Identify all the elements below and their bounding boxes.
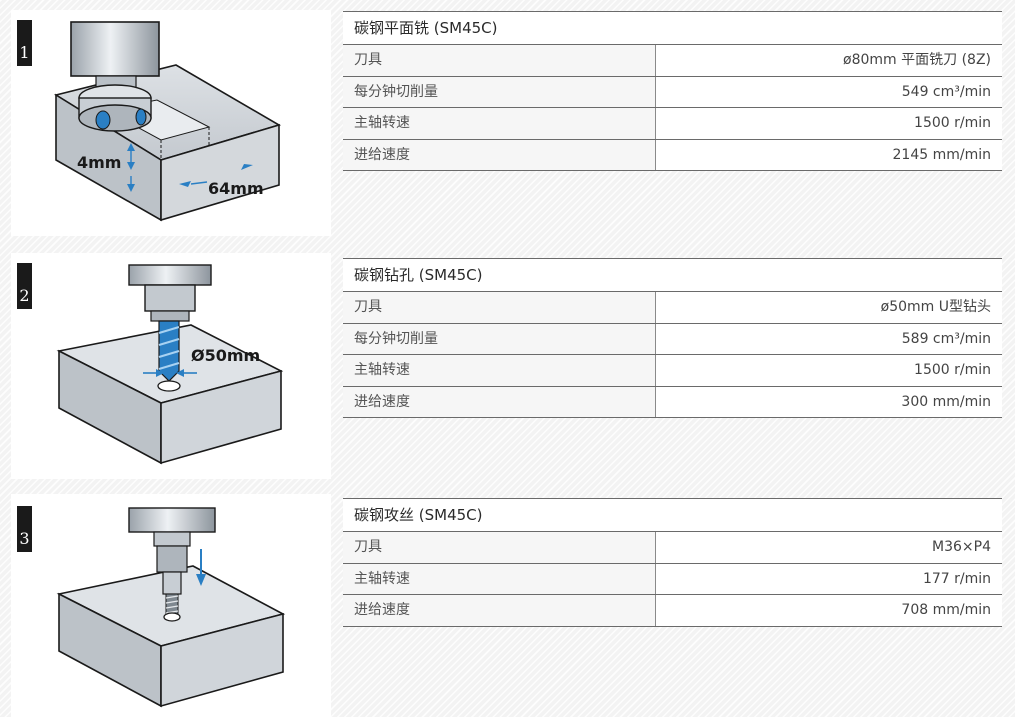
face-milling-drawing: 4mm 64mm (53, 21, 282, 222)
drilling-illustration: Ø50mm (11, 253, 331, 479)
table-row: 每分钟切削量 549 cm³/min (343, 76, 1002, 108)
tapping-illustration (11, 494, 331, 717)
step-number: 2 (17, 263, 32, 309)
row-label: 进给速度 (343, 139, 656, 170)
table-row: 每分钟切削量 589 cm³/min (343, 323, 1002, 355)
row-value: 2145 mm/min (656, 139, 1002, 170)
table-row: 进给速度 2145 mm/min (343, 139, 1002, 171)
row-label: 每分钟切削量 (343, 76, 656, 107)
row-value: ø80mm 平面铣刀 (8Z) (656, 45, 1002, 76)
section-face-milling: 4mm 64mm 1 碳钢平面铣 (SM45C) 刀具 ø80mm 平面铣刀 (… (0, 10, 1015, 238)
table-row: 刀具 ø50mm U型钻头 (343, 292, 1002, 324)
row-value: ø50mm U型钻头 (656, 292, 1002, 323)
row-label: 主轴转速 (343, 108, 656, 139)
width-dimension-label: 64mm (208, 179, 264, 198)
row-label: 刀具 (343, 292, 656, 323)
row-label: 每分钟切削量 (343, 323, 656, 354)
row-value: 1500 r/min (656, 355, 1002, 386)
row-value: 708 mm/min (656, 595, 1002, 626)
table-row: 进给速度 708 mm/min (343, 595, 1002, 627)
row-value: 300 mm/min (656, 386, 1002, 417)
table-row: 进给速度 300 mm/min (343, 386, 1002, 418)
drilling-drawing: Ø50mm (56, 264, 284, 465)
row-label: 主轴转速 (343, 563, 656, 594)
table-row: 主轴转速 1500 r/min (343, 355, 1002, 387)
row-value: 549 cm³/min (656, 76, 1002, 107)
row-value: 589 cm³/min (656, 323, 1002, 354)
row-value: M36×P4 (656, 532, 1002, 563)
table-title: 碳钢钻孔 (SM45C) (343, 259, 1002, 292)
depth-dimension-label: 4mm (77, 153, 121, 172)
table-row: 主轴转速 177 r/min (343, 563, 1002, 595)
face-milling-table: 碳钢平面铣 (SM45C) 刀具 ø80mm 平面铣刀 (8Z) 每分钟切削量 … (343, 11, 1002, 171)
step-number: 1 (17, 20, 32, 66)
row-label: 主轴转速 (343, 355, 656, 386)
row-value: 1500 r/min (656, 108, 1002, 139)
table-title: 碳钢攻丝 (SM45C) (343, 499, 1002, 532)
drilling-table: 碳钢钻孔 (SM45C) 刀具 ø50mm U型钻头 每分钟切削量 589 cm… (343, 258, 1002, 418)
tapping-table: 碳钢攻丝 (SM45C) 刀具 M36×P4 主轴转速 177 r/min 进给… (343, 498, 1002, 627)
step-number: 3 (17, 506, 32, 552)
table-row: 刀具 ø80mm 平面铣刀 (8Z) (343, 45, 1002, 77)
row-value: 177 r/min (656, 563, 1002, 594)
section-tapping: 3 碳钢攻丝 (SM45C) 刀具 M36×P4 主轴转速 177 r/min … (0, 494, 1015, 717)
row-label: 刀具 (343, 532, 656, 563)
row-label: 进给速度 (343, 386, 656, 417)
row-label: 刀具 (343, 45, 656, 76)
table-row: 刀具 M36×P4 (343, 532, 1002, 564)
face-milling-illustration: 4mm 64mm (11, 10, 331, 236)
row-label: 进给速度 (343, 595, 656, 626)
diameter-dimension-label: Ø50mm (191, 346, 260, 365)
section-drilling: Ø50mm 2 碳钢钻孔 (SM45C) 刀具 ø50mm U型钻头 每分钟切削… (0, 253, 1015, 479)
tapping-drawing (56, 507, 286, 708)
table-row: 主轴转速 1500 r/min (343, 108, 1002, 140)
table-title: 碳钢平面铣 (SM45C) (343, 12, 1002, 45)
